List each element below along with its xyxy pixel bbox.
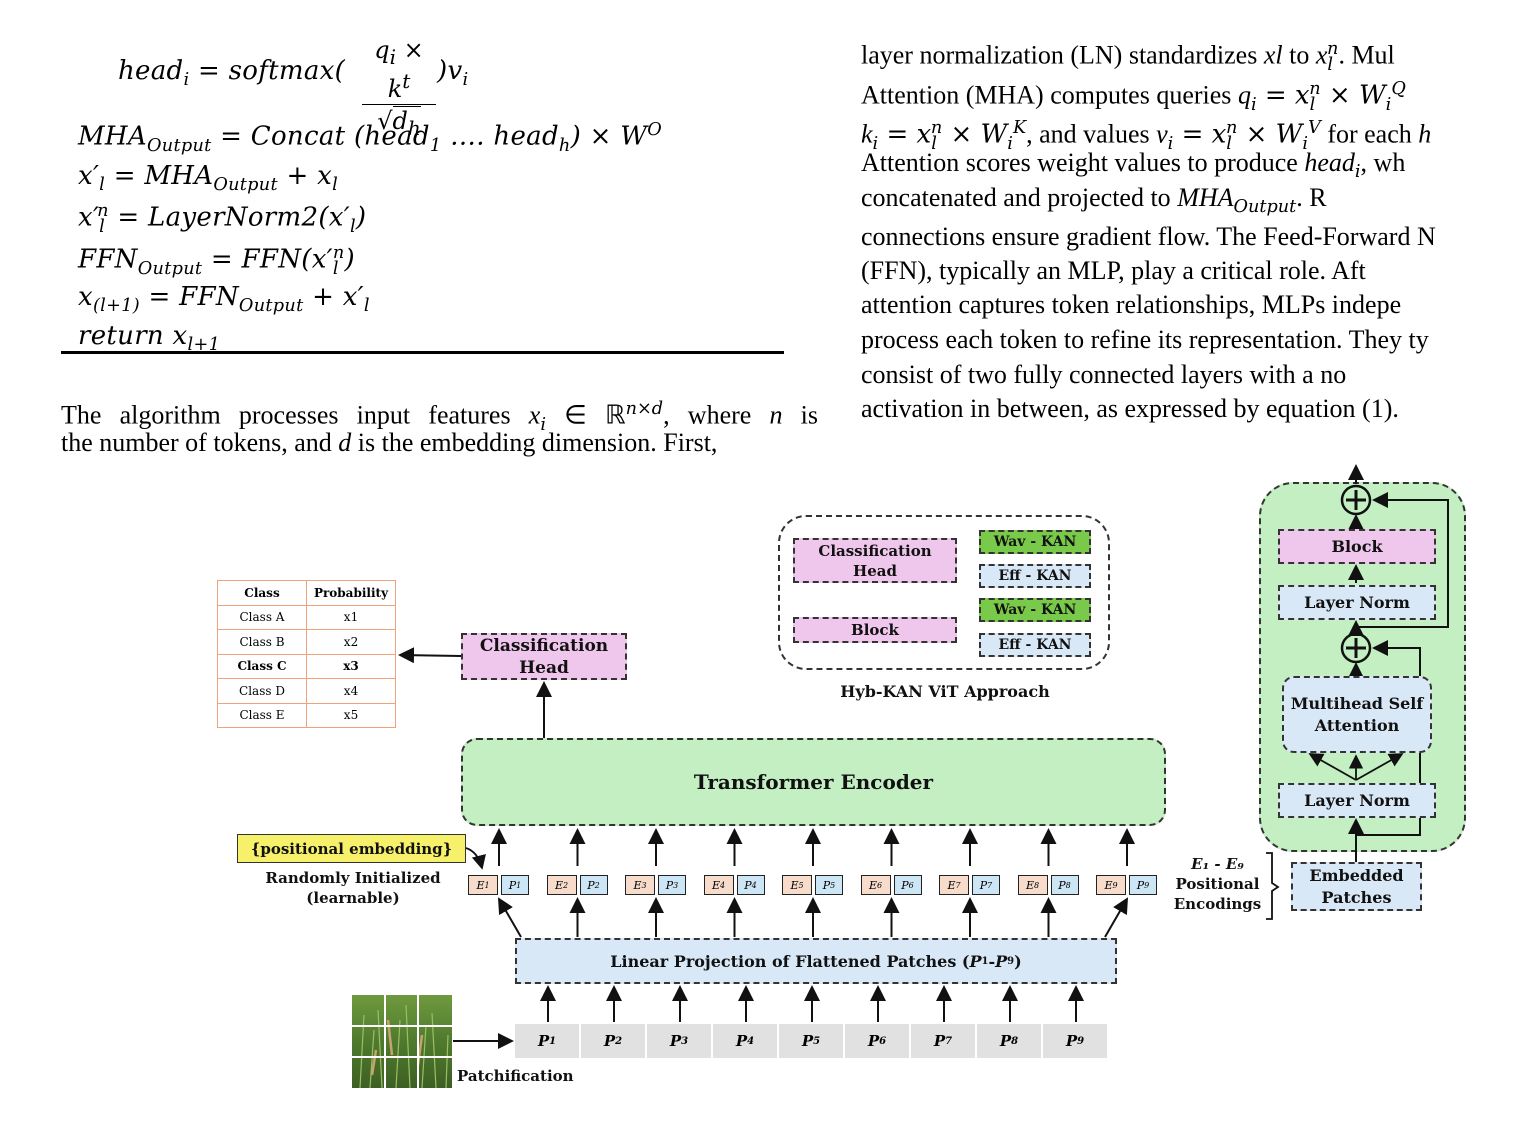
right-line-7: (FFN), typically an MLP, play a critical… — [861, 256, 1366, 285]
embedded-patches-box: Embedded Patches — [1291, 862, 1422, 911]
equation-residual-1: x′l = MHAOutput + xl — [78, 161, 339, 196]
right-line-1: layer normalization (LN) standardizes xl… — [861, 39, 1395, 75]
randomly-initialized-label: Randomly Initialized (learnable) — [265, 869, 441, 907]
right-line-5: concatenated and projected to MHAOutput.… — [861, 183, 1327, 218]
right-line-6: connections ensure gradient flow. The Fe… — [861, 222, 1436, 251]
encoder-block-box: Block — [1278, 529, 1436, 564]
right-line-8: attention captures token relationships, … — [861, 290, 1402, 319]
equation-fraction: qi × kt √dh — [362, 36, 436, 140]
left-paragraph-line-1: The algorithm processes input features x… — [61, 399, 818, 435]
grass-image-patches — [352, 995, 452, 1088]
equation-head-tail: )vi — [437, 56, 469, 91]
projection-to-token-arrow — [497, 897, 522, 938]
hyb-wav-kan-1: Wav - KAN — [979, 530, 1091, 554]
equation-layernorm2: x′ln = LayerNorm2(x′l) — [78, 201, 367, 237]
right-line-10: consist of two fully connected layers wi… — [861, 360, 1347, 389]
right-line-4: Attention scores weight values to produc… — [861, 148, 1406, 183]
linear-projection-box: Linear Projection of Flattened Patches (… — [515, 938, 1117, 984]
algorithm-bottom-rule — [61, 351, 784, 354]
right-line-9: process each token to refine its represe… — [861, 325, 1429, 354]
patchification-label: Patchification — [457, 1067, 574, 1085]
classification-head-box: Classification Head — [461, 633, 627, 680]
hyb-block: Block — [793, 617, 957, 643]
transformer-encoder-box: Transformer Encoder — [461, 738, 1166, 826]
left-paragraph-line-2: the number of tokens, and d is the embed… — [61, 428, 718, 457]
table-header-class: Class — [217, 580, 307, 606]
positional-encodings-label: E₁ - E₉ Positional Encodings — [1173, 855, 1262, 913]
table-header-probability: Probability — [306, 580, 396, 606]
layer-norm-top: Layer Norm — [1278, 585, 1436, 620]
hyb-eff-kan-1: Eff - KAN — [979, 564, 1091, 588]
hyb-classification-head: Classification Head — [793, 538, 957, 583]
hyb-caption: Hyb-KAN ViT Approach — [840, 682, 1050, 701]
projection-to-token-arrow — [1104, 897, 1129, 938]
hyb-wav-kan-2: Wav - KAN — [979, 598, 1091, 622]
equation-mha-output: MHAOutput = Concat (head1 …. headh) × WO — [78, 120, 663, 156]
hyb-eff-kan-2: Eff - KAN — [979, 633, 1091, 657]
right-line-3: ki = xln × WiK, and values vi = xln × Wi… — [861, 118, 1432, 154]
multihead-self-attention-box: Multihead Self Attention — [1282, 676, 1432, 753]
right-line-2: Attention (MHA) computes queries qi = xl… — [861, 79, 1406, 115]
equation-ffn-output: FFNOutput = FFN(x′ln) — [78, 243, 355, 279]
right-line-11: activation in between, as expressed by e… — [861, 394, 1399, 423]
equation-residual-2: x(l+1) = FFNOutput + x′l — [78, 282, 370, 317]
positional-embedding-label: {positional embedding} — [237, 834, 466, 863]
equation-return: return xl+1 — [78, 321, 221, 356]
equation-head: headi = softmax( — [118, 56, 346, 91]
layer-norm-bottom: Layer Norm — [1278, 783, 1436, 818]
